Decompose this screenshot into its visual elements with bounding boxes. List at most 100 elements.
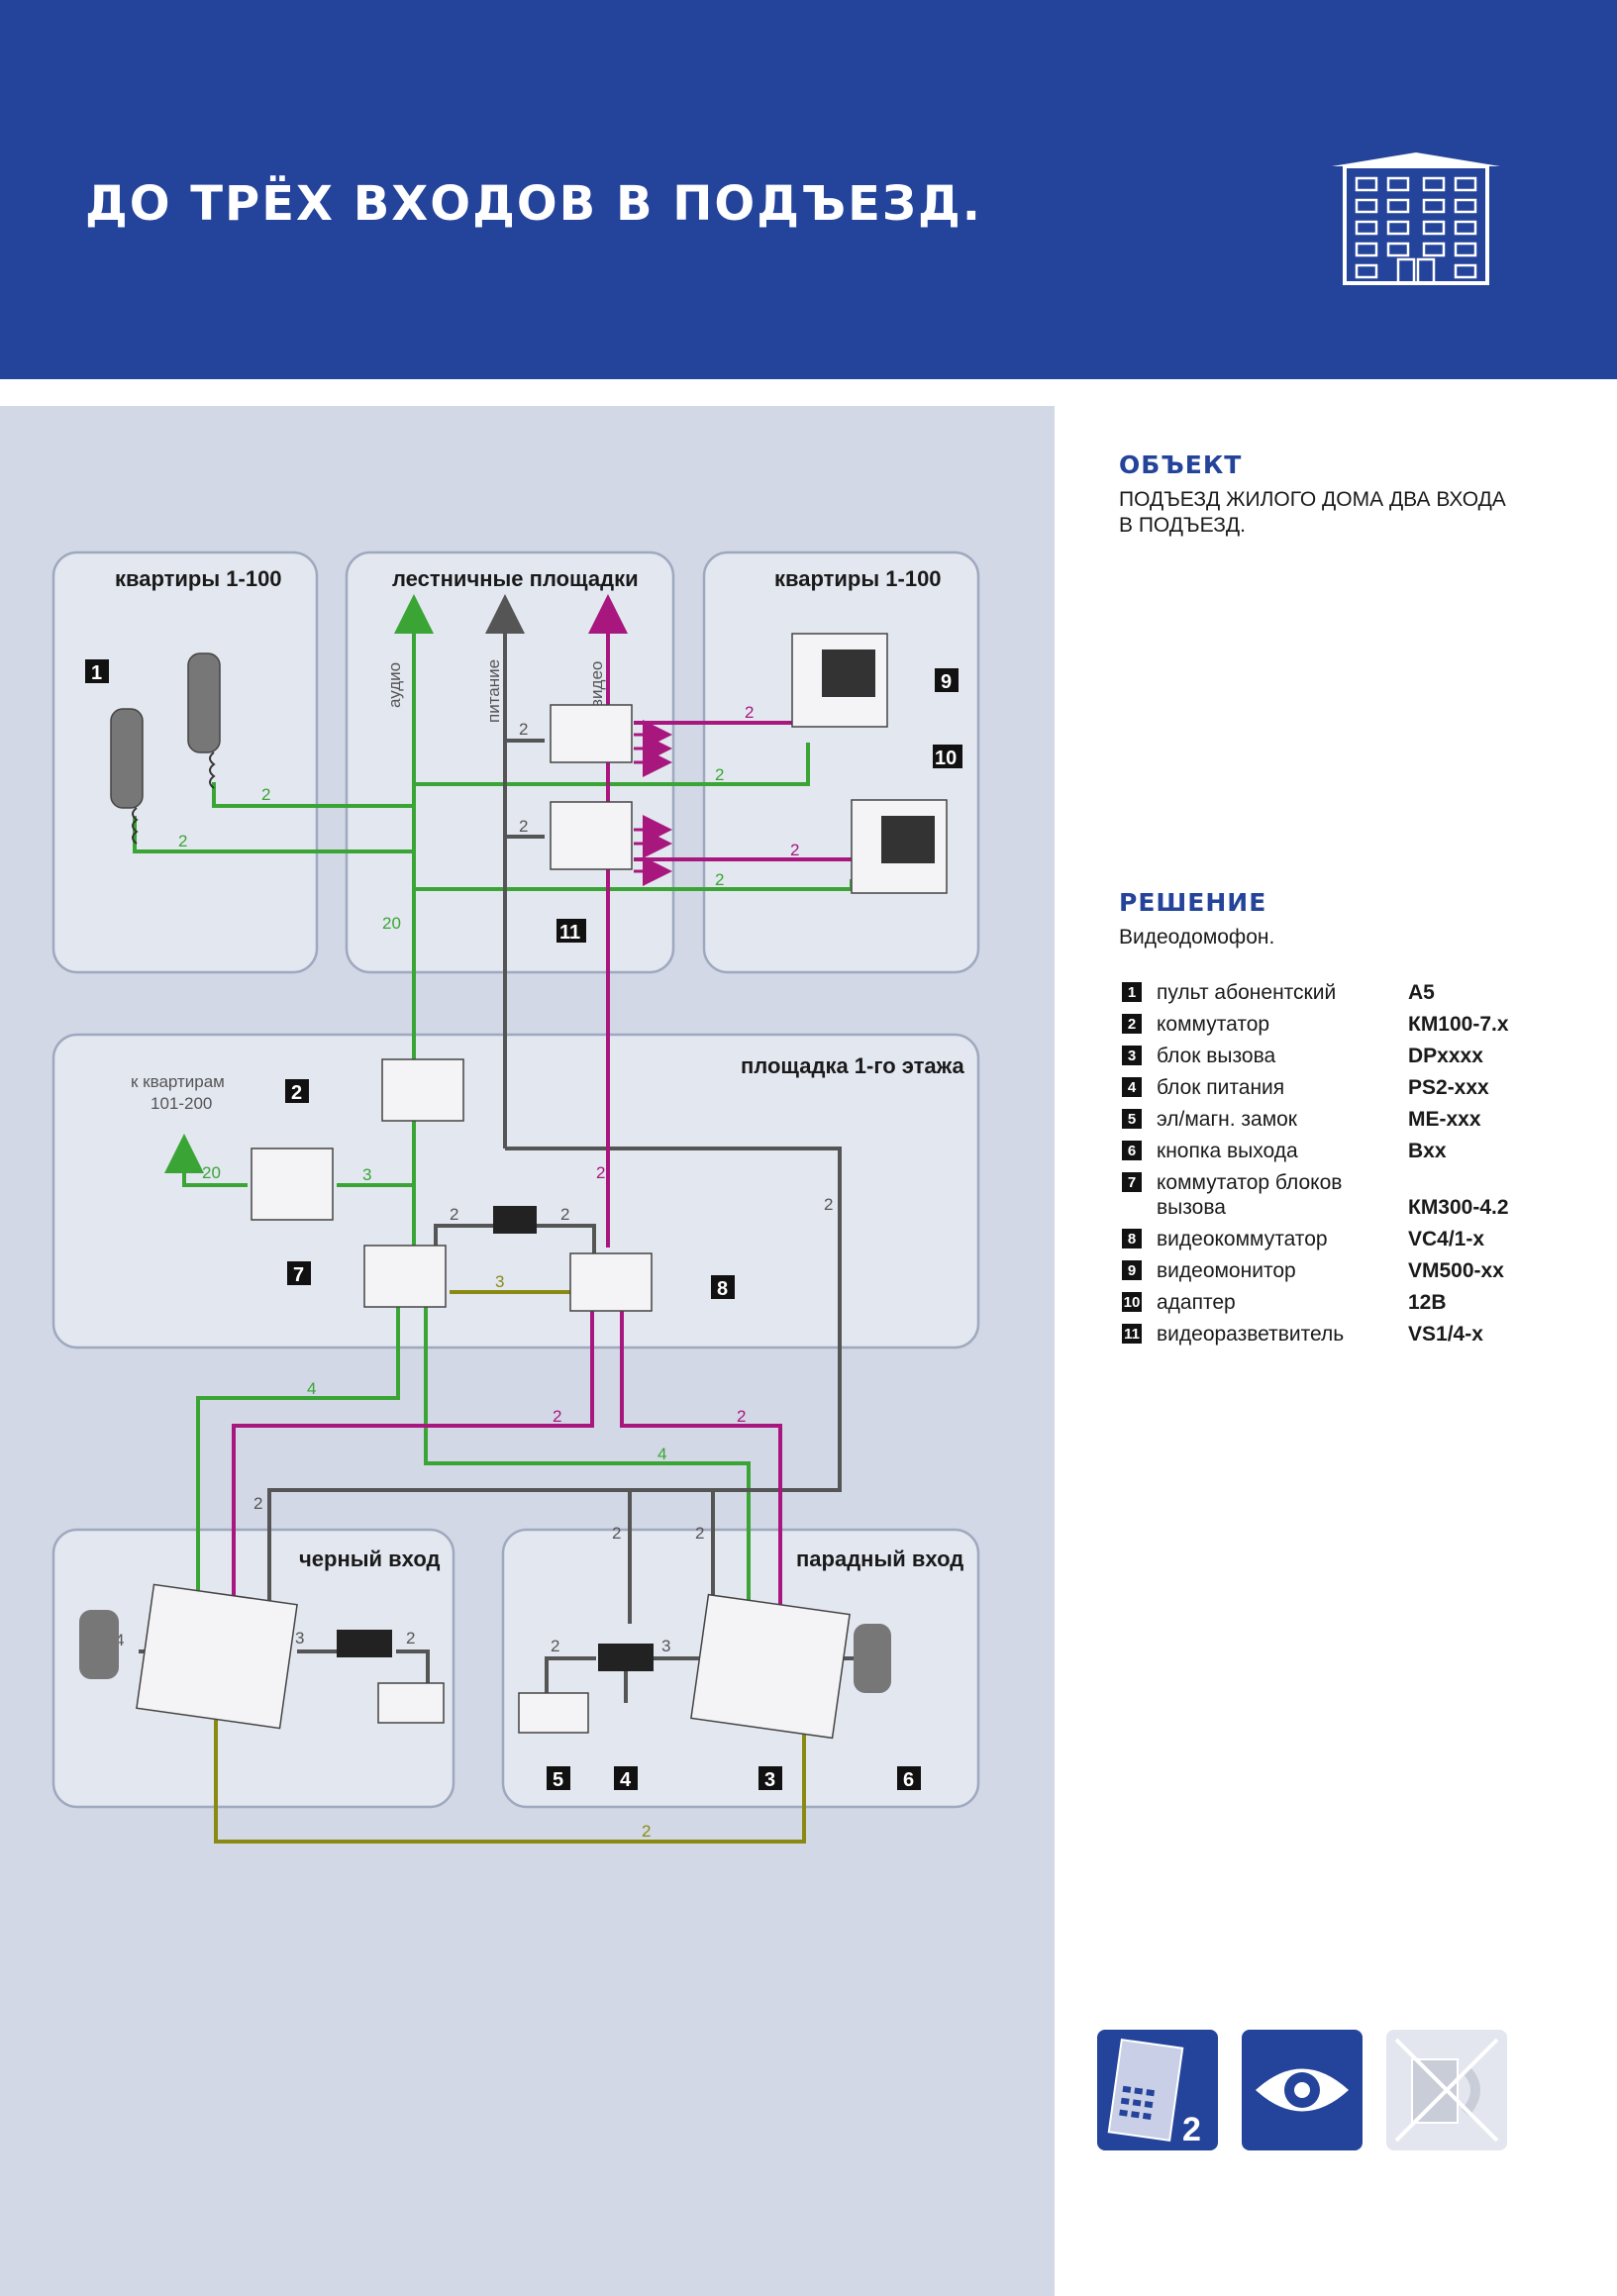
object-text-line2: В ПОДЪЕЗД. <box>1119 514 1246 537</box>
tag: 1 <box>91 662 102 684</box>
call-panel-icon: 2 <box>1097 2030 1218 2150</box>
wire-count: 2 <box>695 1524 704 1543</box>
handset-crossed-icon <box>1386 2030 1507 2150</box>
wire-count: 2 <box>178 832 187 850</box>
legend-code: VM500-xx <box>1408 1259 1504 1282</box>
legend-name: эл/магн. замок <box>1157 1108 1297 1131</box>
tag: 4 <box>620 1769 632 1791</box>
wire-count: 2 <box>519 817 528 836</box>
tag: 7 <box>293 1264 304 1286</box>
legend-code: Bxx <box>1408 1140 1447 1162</box>
wire-count: 4 <box>307 1379 316 1398</box>
object-section: ОБЪЕКТ ПОДЪЕЗД ЖИЛОГО ДОМА ДВА ВХОДА В П… <box>1119 450 1594 539</box>
wire-count: 2 <box>553 1407 561 1426</box>
eye-icon <box>1242 2030 1363 2150</box>
wire-count: 2 <box>560 1205 569 1224</box>
legend-num: 1 <box>1122 982 1142 1002</box>
legend-item: 8 видеокоммутатор VC4/1-x <box>1122 1227 1597 1251</box>
wire-counts: 2 2 2 2 2 2 2 20 20 3 2 2 3 2 2 4 2 2 4 … <box>115 703 864 1841</box>
legend-name: кнопка выхода <box>1157 1140 1298 1162</box>
legend-name: адаптер <box>1157 1291 1236 1314</box>
zone-first-floor <box>51 1033 980 1349</box>
legend-code: А5 <box>1408 981 1435 1004</box>
zone-apartments-left <box>51 550 319 974</box>
header-banner: ДО ТРЁХ ВХОДОВ В ПОДЪЕЗД. <box>0 0 1617 379</box>
tag: 3 <box>764 1769 775 1791</box>
legend-name: коммутатор <box>1157 1013 1270 1036</box>
zone-title-apartments-left: квартиры 1-100 <box>115 566 282 591</box>
legend-code: ME-xxx <box>1408 1108 1481 1131</box>
label-audio: аудио <box>385 662 404 708</box>
page-title: ДО ТРЁХ ВХОДОВ В ПОДЪЕЗД. <box>85 176 982 232</box>
wire-count: 2 <box>715 765 724 784</box>
tag: 11 <box>559 922 580 944</box>
switch-boxes <box>79 704 891 1734</box>
wire-count: 2 <box>612 1524 621 1543</box>
legend-num: 8 <box>1122 1229 1142 1248</box>
wire-count: 2 <box>253 1494 262 1513</box>
legend-name: видеомонитор <box>1157 1259 1296 1282</box>
legend-num: 7 <box>1122 1172 1142 1192</box>
object-title: ОБЪЕКТ <box>1119 450 1243 479</box>
wire-count: 2 <box>715 870 724 889</box>
handsets <box>110 652 221 809</box>
legend-code: VS1/4-x <box>1408 1323 1483 1346</box>
wire-count: 3 <box>495 1272 504 1291</box>
legend-code: PS2-xxx <box>1408 1076 1489 1099</box>
device-tags: 1 2 3 4 5 6 7 8 9 10 11 <box>85 659 962 1791</box>
tag: 9 <box>941 671 952 693</box>
label-video: видео <box>587 661 606 708</box>
zone-title-front-entrance: парадный вход <box>796 1547 963 1571</box>
wire-count: 2 <box>551 1637 559 1655</box>
legend-name: коммутатор блоков вызова <box>1157 1171 1343 1219</box>
label-to-apartments: к квартирам <box>131 1072 225 1091</box>
video-outputs <box>634 720 672 886</box>
video-monitors <box>791 633 948 894</box>
object-text: ПОДЪЕЗД ЖИЛОГО ДОМА ДВА ВХОДА В ПОДЪЕЗД. <box>1119 487 1594 539</box>
wire-count: 20 <box>382 914 401 933</box>
label-apartments-range: 101-200 <box>151 1094 212 1113</box>
wire-count: 2 <box>261 785 270 804</box>
handset-cords <box>132 751 216 845</box>
wire-count: 4 <box>115 1631 124 1649</box>
legend-name: блок питания <box>1157 1076 1285 1099</box>
zone-title-apartments-right: квартиры 1-100 <box>774 566 942 591</box>
solution-text: Видеодомофон. <box>1119 926 1275 948</box>
wire-count: 2 <box>642 1822 651 1841</box>
olive-wires <box>214 1290 806 1844</box>
solution-section: РЕШЕНИЕ Видеодомофон. <box>1119 888 1594 950</box>
legend-name: видеоразветвитель <box>1157 1323 1345 1346</box>
wire-count: 20 <box>202 1163 221 1182</box>
wire-count: 2 <box>790 841 799 859</box>
wire-count: 2 <box>406 1629 415 1647</box>
legend-code: 12В <box>1408 1291 1447 1314</box>
wire-count: 2 <box>450 1205 458 1224</box>
legend-name: пульт абонентский <box>1157 981 1337 1004</box>
solution-title: РЕШЕНИЕ <box>1119 888 1267 917</box>
zone-title-back-entrance: черный вход <box>299 1547 441 1571</box>
legend-code: VC4/1-x <box>1408 1228 1485 1250</box>
legend-name: блок вызова <box>1157 1045 1276 1067</box>
wire-count: 2 <box>596 1163 605 1182</box>
wire-count: 2 <box>745 703 754 722</box>
legend-num: 11 <box>1122 1324 1142 1344</box>
legend-num: 9 <box>1122 1260 1142 1280</box>
legend-code: КМ100-7.x <box>1408 1013 1509 1036</box>
object-text-line1: ПОДЪЕЗД ЖИЛОГО ДОМА ДВА ВХОДА <box>1119 488 1506 511</box>
legend-name: видеокоммутатор <box>1157 1228 1328 1250</box>
wiring-diagram: квартиры 1-100 лестничные площадки кварт… <box>51 550 980 1844</box>
tag: 6 <box>903 1769 914 1791</box>
label-power: питание <box>484 659 503 723</box>
panel-count: 2 <box>1182 2111 1201 2148</box>
wire-count: 2 <box>737 1407 746 1426</box>
legend-item: 1 пульт абонентский А5 <box>1122 980 1597 1005</box>
legend-code: КМ300-4.2 <box>1408 1196 1509 1219</box>
call-panels <box>136 1583 851 1740</box>
